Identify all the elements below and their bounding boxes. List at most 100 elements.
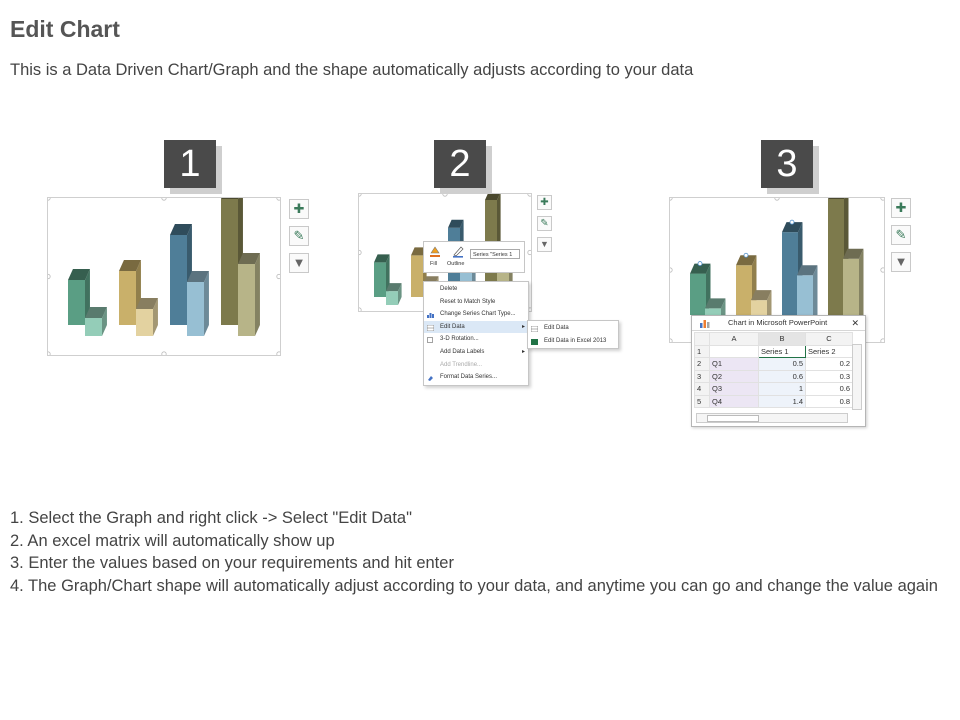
excel-row-number[interactable]: 1 [694, 344, 710, 358]
excel-row-number[interactable]: 5 [694, 394, 710, 408]
menu-item-delete[interactable]: Delete [424, 283, 528, 296]
excel-cell[interactable] [709, 344, 759, 358]
bar-q1-series-2-side [398, 283, 402, 305]
chart-styles-icon[interactable]: ✎ [537, 216, 552, 231]
chart-filter-icon[interactable]: ▼ [537, 237, 552, 252]
excel-row-number[interactable]: 2 [694, 357, 710, 371]
chart-elements-icon[interactable]: ✚ [537, 195, 552, 210]
bar-q2-series-2-front [136, 309, 153, 336]
scrollbar-thumb[interactable] [707, 415, 759, 422]
bar-q4-series-2[interactable] [843, 248, 864, 325]
chart-elements-icon[interactable]: ✚ [289, 199, 309, 219]
bar-q3-series-2-front [797, 275, 813, 325]
submenu-item-label: Edit Data in Excel 2013 [544, 337, 607, 344]
menu-item-label: Edit Data [440, 323, 465, 330]
fill-icon[interactable] [428, 244, 442, 258]
close-icon[interactable]: ✕ [851, 318, 859, 328]
excel-corner-cell[interactable] [694, 332, 710, 346]
excel-cell[interactable]: Q1 [709, 357, 759, 371]
excel-title-bar: Chart in Microsoft PowerPoint ✕ [692, 316, 865, 331]
table-row: 4 Q3 1 0.6 [694, 382, 853, 396]
frame-handle [276, 273, 280, 280]
bar-q4-series-2[interactable] [238, 253, 260, 336]
frame-handle [774, 198, 780, 201]
bar-q2-series-2[interactable] [136, 298, 158, 336]
bar-q4-series-1-front [221, 199, 238, 325]
excel-cell[interactable]: 0.6 [758, 369, 806, 383]
bar-q3-series-2[interactable] [187, 271, 209, 336]
excel-cell-selected[interactable]: Series 1 [758, 344, 806, 358]
excel-cell[interactable]: Q2 [709, 369, 759, 383]
bar-q3-series-2[interactable] [797, 265, 818, 325]
excel-row-number[interactable]: 3 [694, 369, 710, 383]
bar-q1-series-1-top [374, 254, 390, 263]
fill-label[interactable]: Fill [430, 261, 438, 267]
vertical-scrollbar[interactable] [852, 344, 862, 410]
excel-cell[interactable]: 0.8 [805, 394, 853, 408]
bar-q1-series-2[interactable] [85, 307, 107, 336]
instructions: 1. Select the Graph and right click -> S… [10, 507, 940, 597]
menu-item-add-data-labels[interactable]: Add Data Labels ▸ [424, 346, 528, 359]
excel-cell[interactable]: 0.5 [758, 357, 806, 371]
menu-item-reset-style[interactable]: Reset to Match Style [424, 296, 528, 309]
frame-handle [442, 194, 448, 197]
bar-q3-series-1-front [170, 235, 187, 325]
excel-cell[interactable]: 1.4 [758, 394, 806, 408]
bar-q2-series-1[interactable] [119, 260, 141, 325]
menu-item-3d-rotation[interactable]: 3-D Rotation... [424, 333, 528, 346]
menu-item-edit-data[interactable]: Edit Data ▸ [424, 320, 528, 334]
bar-q1-series-2-side [102, 307, 107, 336]
chart-tools-3: ✚ ✎ ▼ [891, 198, 911, 279]
excel-cell[interactable]: 0.3 [805, 369, 853, 383]
bar-q1-series-2-top [85, 307, 107, 318]
series-select-value: Series "Series 1 [473, 252, 513, 258]
selection-handle [743, 252, 749, 258]
table-row: 2 Q1 0.5 0.2 [694, 357, 853, 371]
chart-filter-icon[interactable]: ▼ [891, 252, 911, 272]
excel-data-window: Chart in Microsoft PowerPoint ✕ A B C 1 … [691, 315, 866, 427]
chart-elements-icon[interactable]: ✚ [891, 198, 911, 218]
excel-cell[interactable]: 0.6 [805, 382, 853, 396]
submenu-item-edit-in-excel[interactable]: Edit Data in Excel 2013 [528, 335, 618, 348]
bar-q2-series-1-top [119, 260, 141, 271]
bar-q1-series-1-top [690, 263, 711, 274]
selection-handle [789, 219, 795, 225]
chart-filter-icon[interactable]: ▼ [289, 253, 309, 273]
bar-q4-series-2-side [859, 248, 864, 325]
bar-q2-series-1-front [411, 255, 423, 297]
menu-item-format-data-series[interactable]: Format Data Series... [424, 371, 528, 384]
step-number-1: 1 [164, 140, 216, 188]
frame-handle [527, 194, 531, 197]
excel-column-header[interactable]: A [709, 332, 759, 346]
excel-cell[interactable]: 1 [758, 382, 806, 396]
series-select[interactable]: Series "Series 1 [470, 249, 520, 259]
frame-handle [48, 273, 51, 280]
excel-cell[interactable]: 0.2 [805, 357, 853, 371]
excel-icon [700, 319, 710, 328]
submenu-item-edit-data[interactable]: Edit Data [528, 322, 618, 335]
chart-styles-icon[interactable]: ✎ [891, 225, 911, 245]
table-row: 3 Q2 0.6 0.3 [694, 369, 853, 383]
bar-q4-series-1-front [828, 199, 844, 315]
chart-type-icon [427, 311, 434, 319]
context-menu: Delete Reset to Match Style Change Serie… [423, 281, 529, 386]
excel-cell[interactable]: Q3 [709, 382, 759, 396]
frame-handle [880, 338, 884, 342]
menu-item-change-chart-type[interactable]: Change Series Chart Type... [424, 308, 528, 321]
excel-cell[interactable]: Q4 [709, 394, 759, 408]
excel-cell[interactable]: Series 2 [805, 344, 853, 358]
edit-data-icon [426, 324, 435, 332]
chart-1[interactable] [48, 198, 280, 355]
excel-column-header[interactable]: B [758, 332, 806, 346]
bar-q4-series-2-top [238, 253, 260, 264]
bar-q3-series-1-top [170, 224, 192, 235]
outline-icon[interactable] [451, 244, 465, 258]
bar-q1-series-2[interactable] [386, 283, 402, 305]
excel-column-header[interactable]: C [805, 332, 853, 346]
horizontal-scrollbar[interactable] [696, 413, 848, 423]
chart-styles-icon[interactable]: ✎ [289, 226, 309, 246]
chart-panel-1[interactable] [47, 197, 281, 356]
step-number-2: 2 [434, 140, 486, 188]
excel-row-number[interactable]: 4 [694, 382, 710, 396]
outline-label[interactable]: Outline [447, 261, 465, 267]
